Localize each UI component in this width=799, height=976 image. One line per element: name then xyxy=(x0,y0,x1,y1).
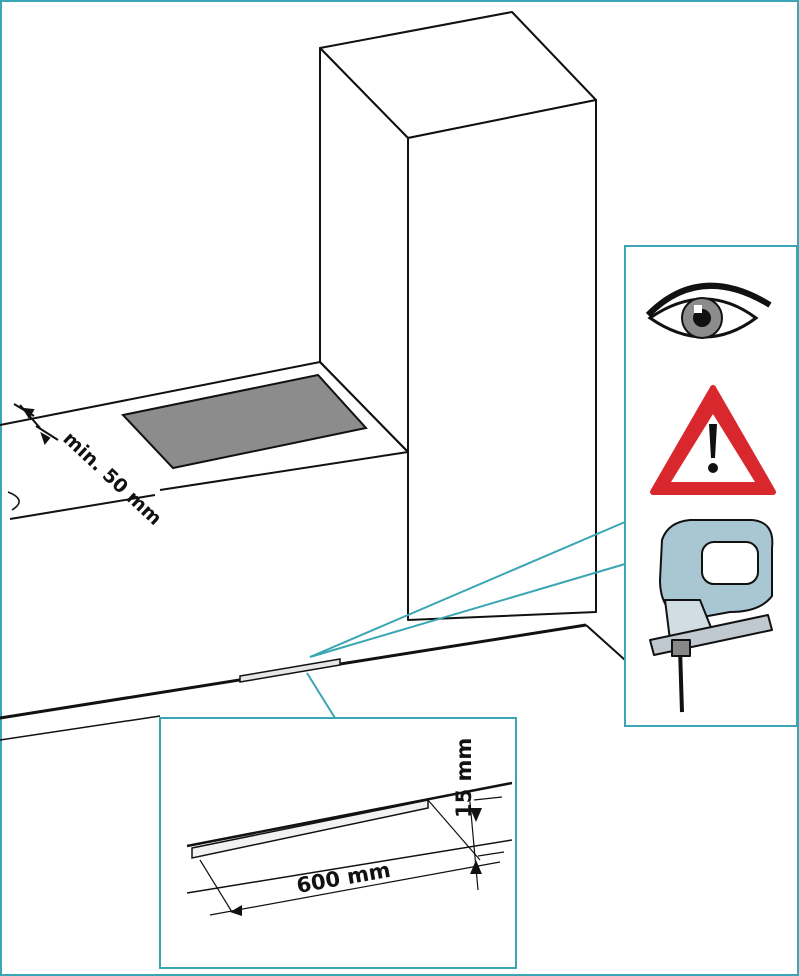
eye-icon xyxy=(645,282,772,339)
min-distance-dimension xyxy=(13,403,59,446)
detail-drawing xyxy=(186,781,513,916)
sink-edge xyxy=(7,491,20,511)
dimension-arrows xyxy=(230,808,482,916)
plinth-vent-cutout xyxy=(239,658,341,683)
jigsaw-icon xyxy=(649,519,774,713)
hob xyxy=(121,373,368,470)
vent-height-label: 15 mm xyxy=(452,738,476,818)
tall-cabinet xyxy=(319,11,597,621)
cabinet-side-edge xyxy=(585,624,626,661)
warning-triangle-icon xyxy=(650,385,776,495)
worktop xyxy=(0,361,409,520)
